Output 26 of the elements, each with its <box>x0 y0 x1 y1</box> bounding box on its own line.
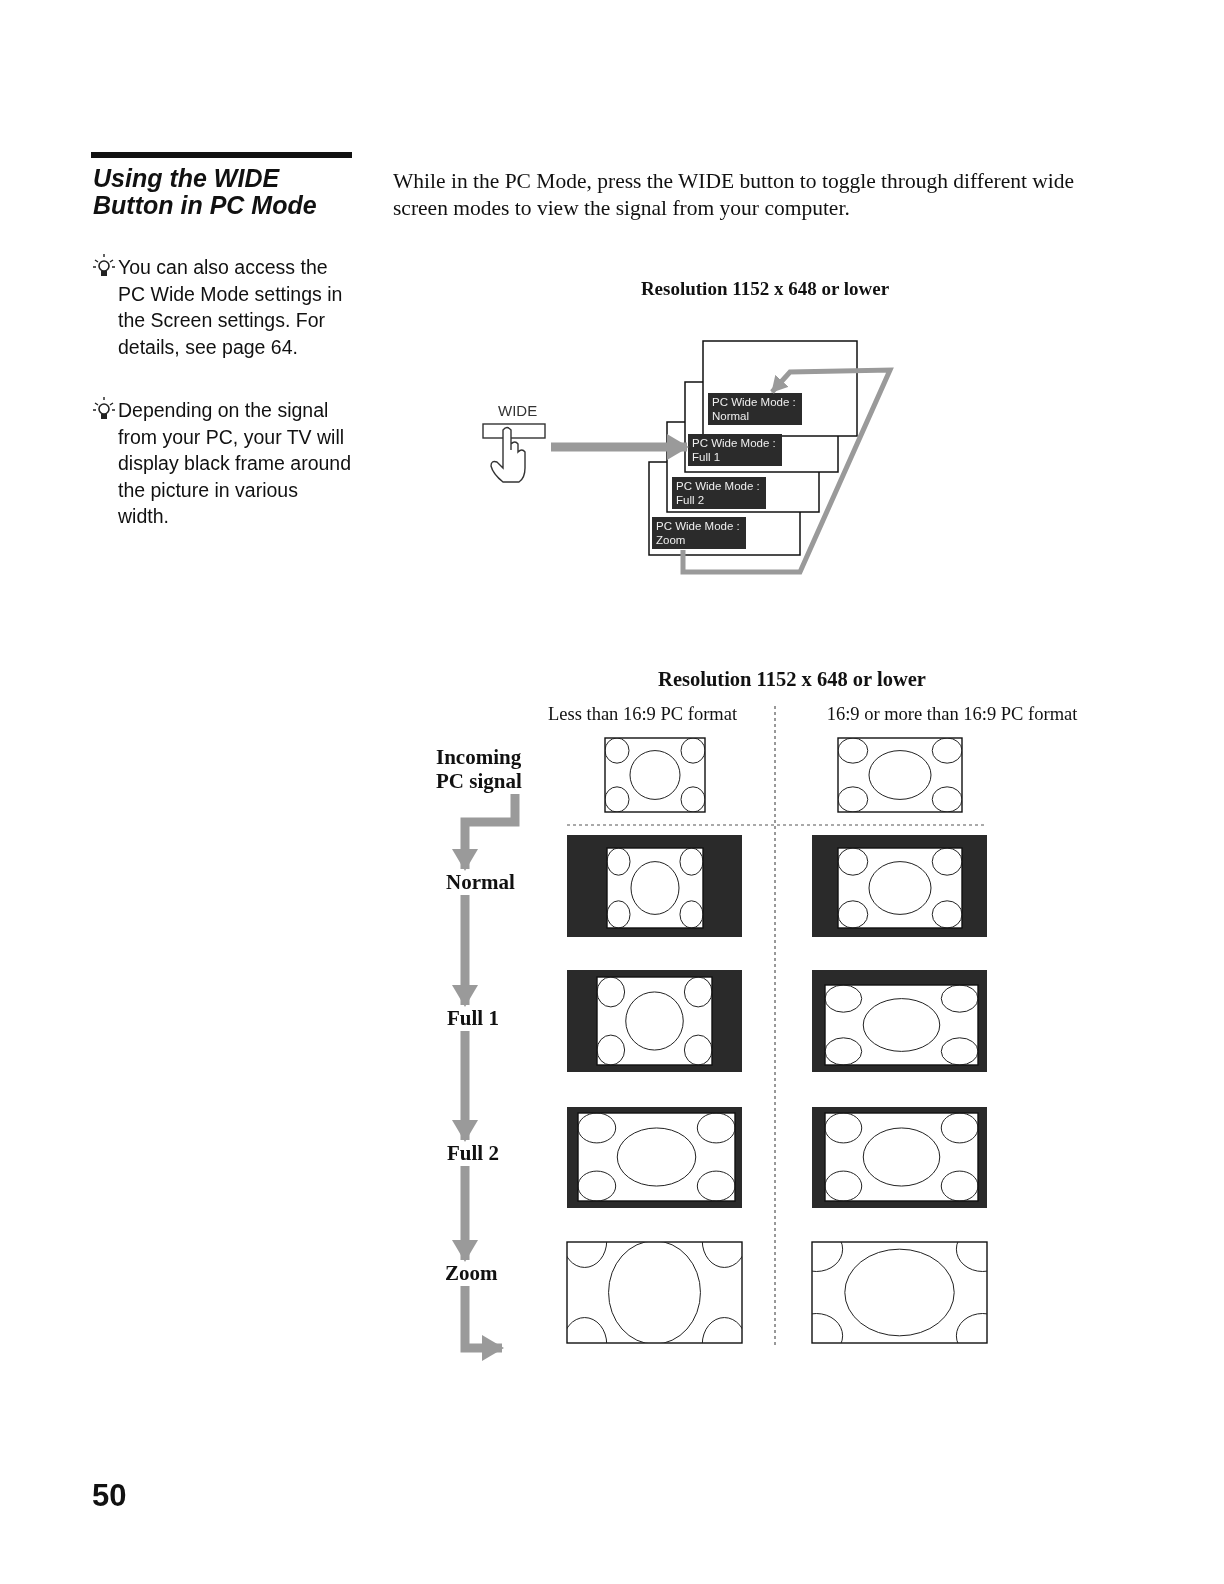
arrow <box>551 434 689 460</box>
section-title: Using the WIDE Button in PC Mode <box>93 165 318 219</box>
intro-paragraph: While in the PC Mode, press the WIDE button to toggle through different wide screen modes to view the signal from your computer. <box>393 168 1076 222</box>
arrow <box>460 1286 504 1361</box>
section-heading: Resolution 1152 x 648 or lower <box>639 278 891 300</box>
row-label: Incoming PC signal <box>436 745 528 793</box>
row-label: Zoom <box>445 1261 505 1285</box>
arrow <box>452 1166 478 1262</box>
mode-label: PC Wide Mode : Normal <box>708 393 802 425</box>
row-label: Full 2 <box>447 1141 507 1165</box>
arrow <box>452 794 520 871</box>
row-label: Normal <box>446 870 526 894</box>
button-label: WIDE <box>498 402 538 419</box>
mode-label: PC Wide Mode : Full 2 <box>672 477 766 509</box>
arrow <box>680 367 894 575</box>
tip-text: You can also access the PC Wide Mode settings in the Screen settings. For details, see page 64. <box>118 255 344 360</box>
column-heading: 16:9 or more than 16:9 PC format <box>825 704 1079 725</box>
row-label: Full 1 <box>447 1006 507 1030</box>
arrow <box>452 1031 478 1142</box>
column-heading: Less than 16:9 PC format <box>546 704 739 725</box>
tip-text: Depending on the signal from your PC, your TV will display black frame around the picture in various width. <box>118 398 353 529</box>
page-number: 50 <box>92 1478 127 1514</box>
mode-label: PC Wide Mode : Full 1 <box>688 434 782 466</box>
mode-label: PC Wide Mode : Zoom <box>652 517 746 549</box>
arrow <box>452 895 478 1007</box>
section-heading: Resolution 1152 x 648 or lower <box>657 668 927 691</box>
